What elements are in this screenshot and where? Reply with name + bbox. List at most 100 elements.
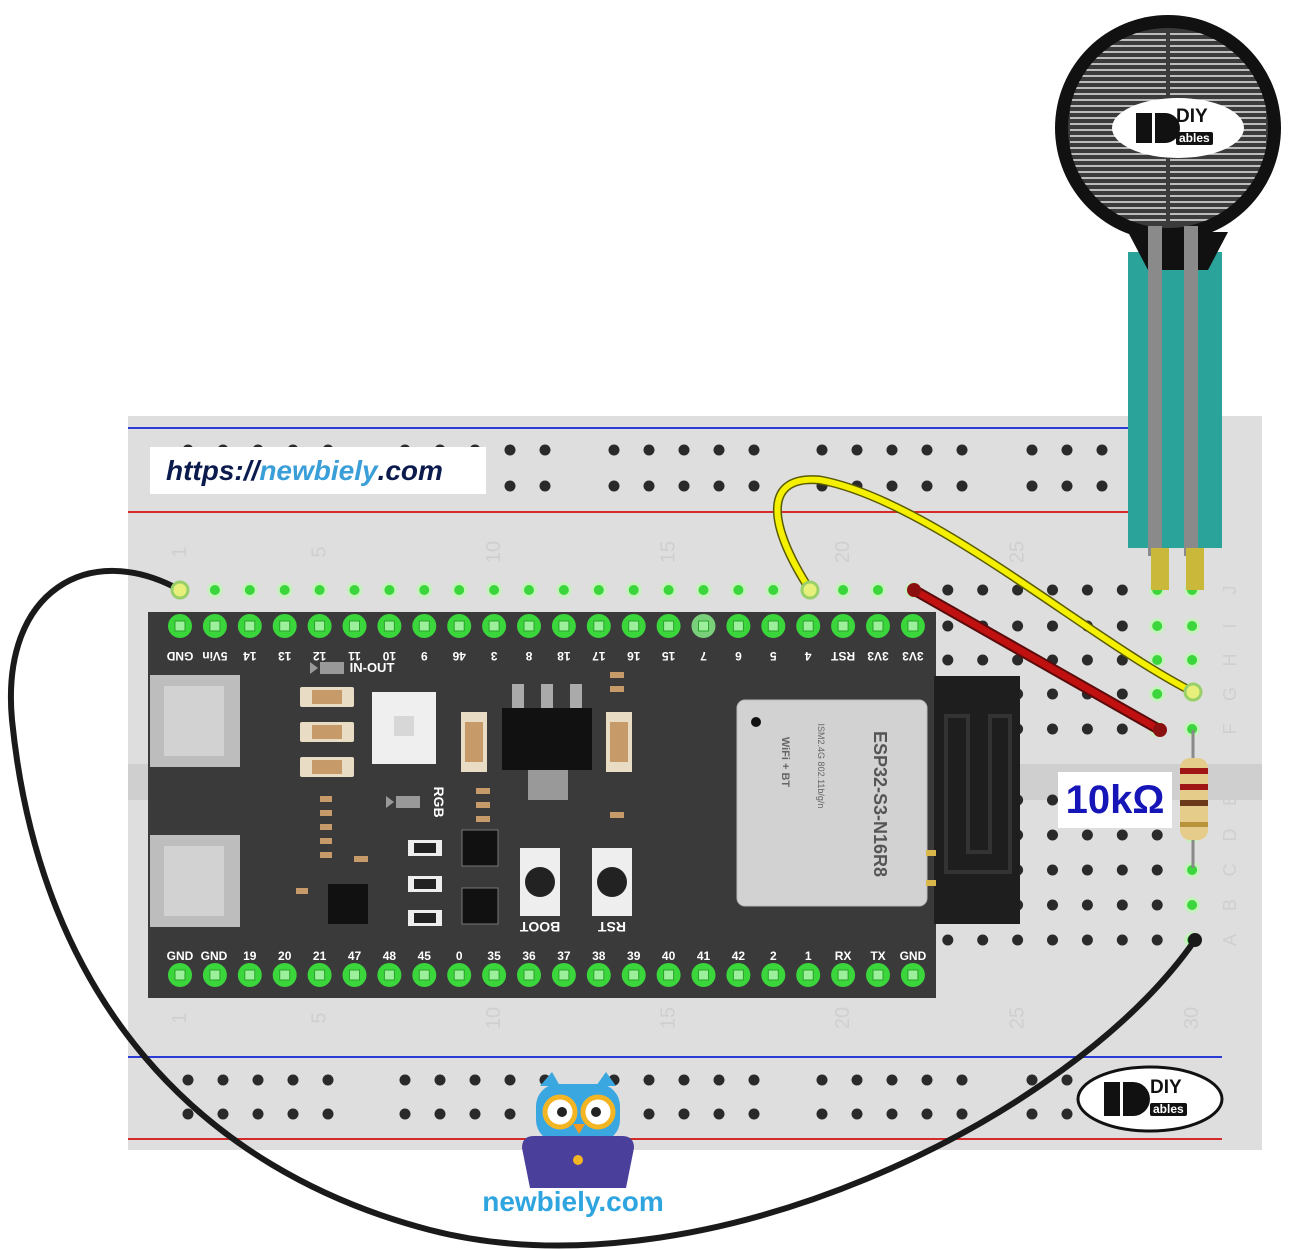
hole [1081,864,1093,876]
rail-hole [886,1108,898,1120]
bottom-pin-label: 20 [278,949,292,963]
rail-hole [748,1074,760,1086]
hole [1116,620,1128,632]
top-pin-label: 46 [452,649,466,663]
column-number: 25 [1007,1007,1029,1029]
url-suffix: .com [377,454,443,486]
wire-endpoints [170,580,1203,947]
column-number: 1 [169,1012,191,1023]
top-pin-label: 3 [490,649,497,663]
rail-hole [678,444,690,456]
rail-hole [504,1074,516,1086]
bottom-pin-label: 0 [456,949,463,963]
bottom-pin-label: 1 [805,949,812,963]
top-pin-label: 8 [525,649,532,663]
rail-hole [1061,1108,1073,1120]
column-number: 20 [832,1007,854,1029]
rail-hole [921,480,933,492]
hole [1047,934,1058,946]
rail-hole [1026,1074,1038,1086]
rail-hole [713,480,725,492]
bottom-pin-label: RX [835,949,852,963]
bottom-pin-label: 47 [348,949,362,963]
column-number: 5 [309,546,331,557]
top-pin-label: 16 [627,649,641,663]
top-pin-label: 3V3 [902,649,924,663]
hole [1116,829,1128,841]
rail-hole [956,1074,968,1086]
rail-hole [921,444,933,456]
rail-hole [469,1074,481,1086]
hole [1151,864,1163,876]
column-number: 25 [1007,541,1029,563]
rail-hole [748,1108,760,1120]
hole [942,620,954,632]
bottom-pin-label: 19 [243,949,257,963]
rail-hole [851,1108,863,1120]
boot-label: BOOT [519,919,560,935]
hole [1047,688,1058,700]
hole [1047,864,1058,876]
column-number: 10 [483,541,505,563]
sensor-pin [1151,548,1169,590]
hole [1116,934,1128,946]
logo-text-sub: ables [1176,132,1213,145]
top-pin-label: 15 [662,649,676,663]
resistor-value-label: 10kΩ [1058,772,1172,828]
top-pin-label: 18 [557,649,571,663]
url-name: newbiely [259,454,378,486]
bottom-pin-label: 36 [522,949,536,963]
hole [1116,899,1128,911]
hole [1012,934,1024,946]
rail-hole [1026,444,1038,456]
hole [1081,899,1093,911]
rail-hole [748,480,760,492]
rail-hole [399,1074,411,1086]
rail-hole [956,444,968,456]
row-letter: G [1220,687,1240,701]
rail-hole [921,1108,933,1120]
top-pin-label: 3V3 [867,649,889,663]
column-number: 5 [309,1012,331,1023]
rail-hole [643,444,655,456]
hole [1047,794,1058,806]
top-pin-label: 9 [421,649,428,663]
column-number: 15 [658,541,680,563]
rail-hole [252,1074,264,1086]
row-letter: B [1220,899,1240,911]
hole [1081,723,1093,735]
hole [977,584,989,596]
boot-button [525,867,555,897]
rail-hole [678,1074,690,1086]
hole [1116,688,1128,700]
rail-hole [469,1108,481,1120]
hole [1116,864,1128,876]
rail-hole [182,1074,194,1086]
rail-hole [434,1108,446,1120]
rail-hole [1061,480,1073,492]
wire-gnd-top [7,567,1198,1249]
rail-hole [504,1108,516,1120]
rail-hole [1096,480,1108,492]
rail-hole [1026,480,1038,492]
rail-hole [608,444,620,456]
rail-hole [816,444,828,456]
rail-hole [1061,444,1073,456]
bottom-pin-label: 35 [487,949,501,963]
row-letter: F [1220,724,1240,735]
logo-text-top: DIY [1150,1077,1182,1098]
newbiely-owl-mascot [522,1072,634,1188]
hole [977,654,989,666]
row-letter: H [1220,654,1240,667]
top-pin-label: 10 [382,649,396,663]
voltage-regulator [502,708,592,770]
hole [1012,654,1024,666]
top-pin-label: GND [166,649,193,663]
url-prefix: https:// [166,454,260,486]
rail-hole [1061,1074,1073,1086]
rail-hole [434,1074,446,1086]
rail-hole [217,1074,229,1086]
hole [1047,829,1058,841]
